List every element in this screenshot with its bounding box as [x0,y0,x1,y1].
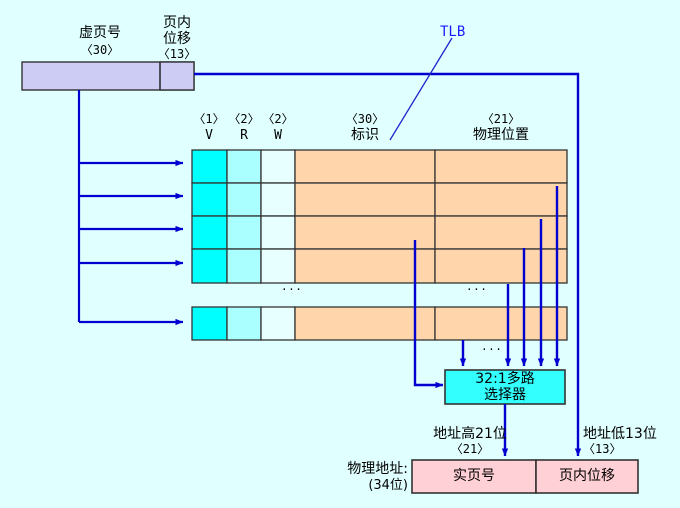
col-r-name: R [240,128,248,143]
col-ppn-bits: 〈21〉 [481,112,521,126]
col-v-bits: 〈1〉 [193,112,225,126]
page-offset-label-line1: 页内 [163,15,191,31]
vpn-index-bus [77,90,184,326]
high-bits-label: 地址高21位 [433,426,507,442]
ppn-data-wires [459,186,561,367]
low-bits-width: 〈13〉 [583,442,622,456]
mux-input-ellipsis: ··· [482,343,504,358]
tlb-table [191,149,568,341]
high-bits-width: 〈21〉 [450,442,490,456]
physical-address-width: (34位) [368,478,408,493]
col-tag-bits: 〈30〉 [345,112,385,126]
low-bits-label: 地址低13位 [583,426,657,442]
col-tag-name: 标识 [351,127,379,143]
vpn-bits-label: 〈30〉 [80,43,120,57]
page-offset-label-line2: 位移 [163,31,191,47]
table-ellipsis-right: ··· [467,283,489,298]
col-v-name: V [205,128,213,143]
col-r-bits: 〈2〉 [228,112,260,126]
virtual-address-box [21,61,195,91]
physical-address-label: 物理地址: [347,461,408,477]
table-ellipsis-left: ··· [282,283,304,298]
page-offset-bits-label: 〈13〉 [157,47,197,61]
tlb-leader-line [389,37,453,141]
col-ppn-name: 物理位置 [473,127,529,143]
col-w-bits: 〈2〉 [262,112,294,126]
col-w-name: W [274,128,282,143]
page-offset-wire [194,72,582,457]
mux-box [444,369,566,405]
tlb-label: TLB [440,24,466,40]
vpn-label: 虚页号 [79,25,121,41]
tag-match-wire [413,240,444,389]
physical-address-box [411,459,639,494]
